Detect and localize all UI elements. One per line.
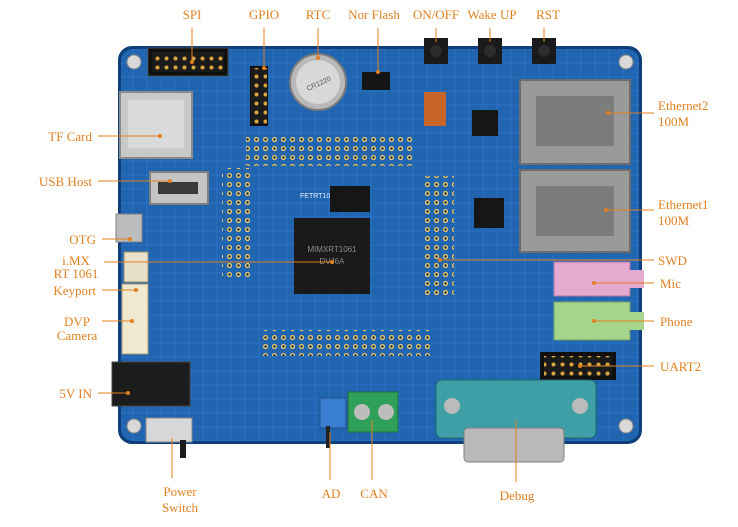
label-otg: OTG bbox=[69, 232, 96, 247]
label-nor-flash: Nor Flash bbox=[348, 7, 400, 22]
nor-flash-chip bbox=[362, 72, 390, 90]
label-tf-card: TF Card bbox=[48, 129, 92, 144]
ad-potentiometer bbox=[319, 397, 347, 429]
label-rtc: RTC bbox=[305, 7, 331, 22]
label-ethernet1-line2: 100M bbox=[658, 213, 690, 228]
reset-switch bbox=[532, 38, 556, 64]
label-ethernet1-line1: Ethernet1 bbox=[658, 197, 709, 212]
label-imx-line2: RT 1061 bbox=[53, 266, 99, 281]
label-imx-line1: i.MX bbox=[62, 253, 90, 268]
top-pin-row bbox=[246, 136, 412, 166]
usb-host-port bbox=[149, 171, 209, 205]
label-power-line1: Power bbox=[163, 484, 197, 499]
label-on-off: ON/OFF bbox=[412, 7, 460, 22]
wake-up-switch bbox=[478, 38, 502, 64]
label-dvp-line2: Camera bbox=[56, 328, 98, 343]
label-mic: Mic bbox=[660, 276, 681, 291]
ethernet1-jack bbox=[519, 169, 631, 253]
dc-jack bbox=[111, 361, 191, 407]
debug-db9-connector bbox=[435, 379, 597, 463]
dvp-connector bbox=[121, 283, 149, 355]
on-off-switch bbox=[424, 38, 448, 64]
label-dvp-line1: DVP bbox=[63, 314, 91, 329]
sdram-chip bbox=[330, 186, 370, 212]
keyport-connector bbox=[123, 251, 149, 283]
label-swd: SWD bbox=[658, 253, 687, 268]
phy-chip bbox=[474, 198, 504, 228]
label-ethernet2-line2: 100M bbox=[658, 114, 690, 129]
label-wake-up: Wake UP bbox=[467, 7, 517, 22]
dip-switch bbox=[424, 92, 446, 126]
callout-dots bbox=[126, 56, 610, 395]
label-phone: Phone bbox=[660, 314, 693, 329]
label-5v-in: 5V IN bbox=[59, 386, 92, 401]
label-spi: SPI bbox=[182, 7, 202, 22]
label-keyport: Keyport bbox=[53, 283, 96, 298]
right-pin-column bbox=[424, 176, 454, 296]
can-terminal bbox=[347, 391, 399, 433]
label-power-line2: Switch bbox=[161, 500, 199, 515]
power-switch bbox=[145, 417, 193, 443]
label-can: CAN bbox=[360, 486, 388, 501]
label-debug: Debug bbox=[499, 488, 535, 503]
phy-chip bbox=[472, 110, 498, 136]
label-rst: RST bbox=[536, 7, 560, 22]
label-gpio: GPIO bbox=[248, 7, 280, 22]
mcu-marking-line1: MIMXRT1061 bbox=[307, 245, 357, 254]
ethernet2-jack bbox=[519, 79, 631, 165]
bottom-pin-row bbox=[260, 330, 430, 356]
tf-card-slot bbox=[119, 91, 193, 159]
imx-rt1061-mcu: MIMXRT1061 DVJ6A bbox=[294, 218, 370, 294]
label-usb-host: USB Host bbox=[38, 174, 92, 189]
mic-jack bbox=[553, 261, 631, 297]
left-pin-column bbox=[222, 168, 250, 278]
label-ad: AD bbox=[321, 486, 341, 501]
label-uart2: UART2 bbox=[660, 359, 702, 374]
rtc-battery: CR1220 bbox=[289, 53, 347, 111]
label-ethernet2-line1: Ethernet2 bbox=[658, 98, 709, 113]
callout-lines bbox=[98, 28, 654, 482]
